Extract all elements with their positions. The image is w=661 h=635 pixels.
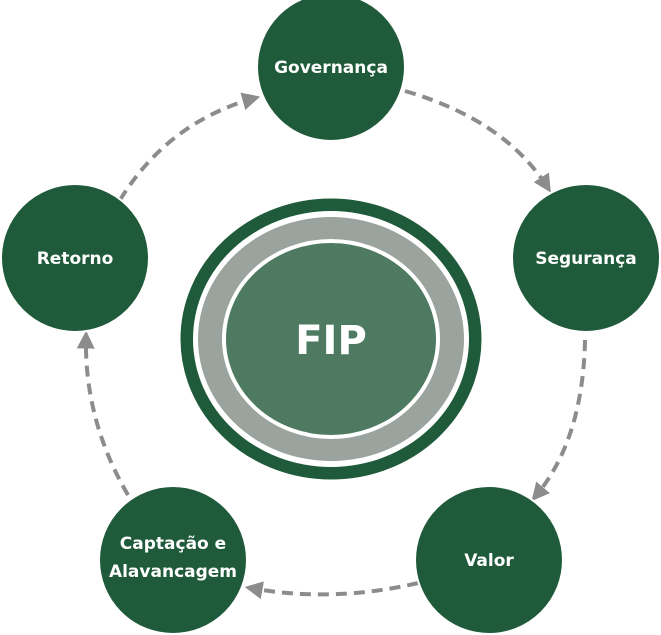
node-captacao-circle [98, 485, 248, 635]
node-retorno-circle [0, 183, 150, 333]
node-valor: Valor [414, 485, 564, 635]
connectors [76, 89, 587, 600]
node-retorno: Retorno [0, 183, 150, 333]
node-governanca-label: Governança [274, 58, 388, 78]
node-seguranca-circle [511, 183, 661, 333]
center-inner-disc [222, 239, 440, 439]
center-emblem: FIP [177, 195, 485, 483]
connector-valor-captacao [244, 581, 419, 600]
connector-governanca-seguranca [404, 89, 551, 193]
connector-seguranca-valor [531, 339, 587, 502]
connector-captacao-retorno [76, 330, 130, 497]
connector-retorno-governanca [118, 92, 261, 202]
node-valor-label: Valor [464, 551, 514, 571]
node-seguranca: Segurança [511, 183, 661, 333]
node-retorno-label: Retorno [37, 249, 114, 269]
node-governanca: Governança [256, 0, 406, 142]
center-label: FIP [295, 318, 367, 364]
node-captacao: Captação e Alavancagem [98, 485, 248, 635]
node-captacao-label-line1: Captação e [120, 534, 226, 554]
node-captacao-label-line2: Alavancagem [109, 562, 237, 582]
node-valor-circle [414, 485, 564, 635]
node-governanca-circle [256, 0, 406, 142]
node-seguranca-label: Segurança [535, 249, 637, 269]
